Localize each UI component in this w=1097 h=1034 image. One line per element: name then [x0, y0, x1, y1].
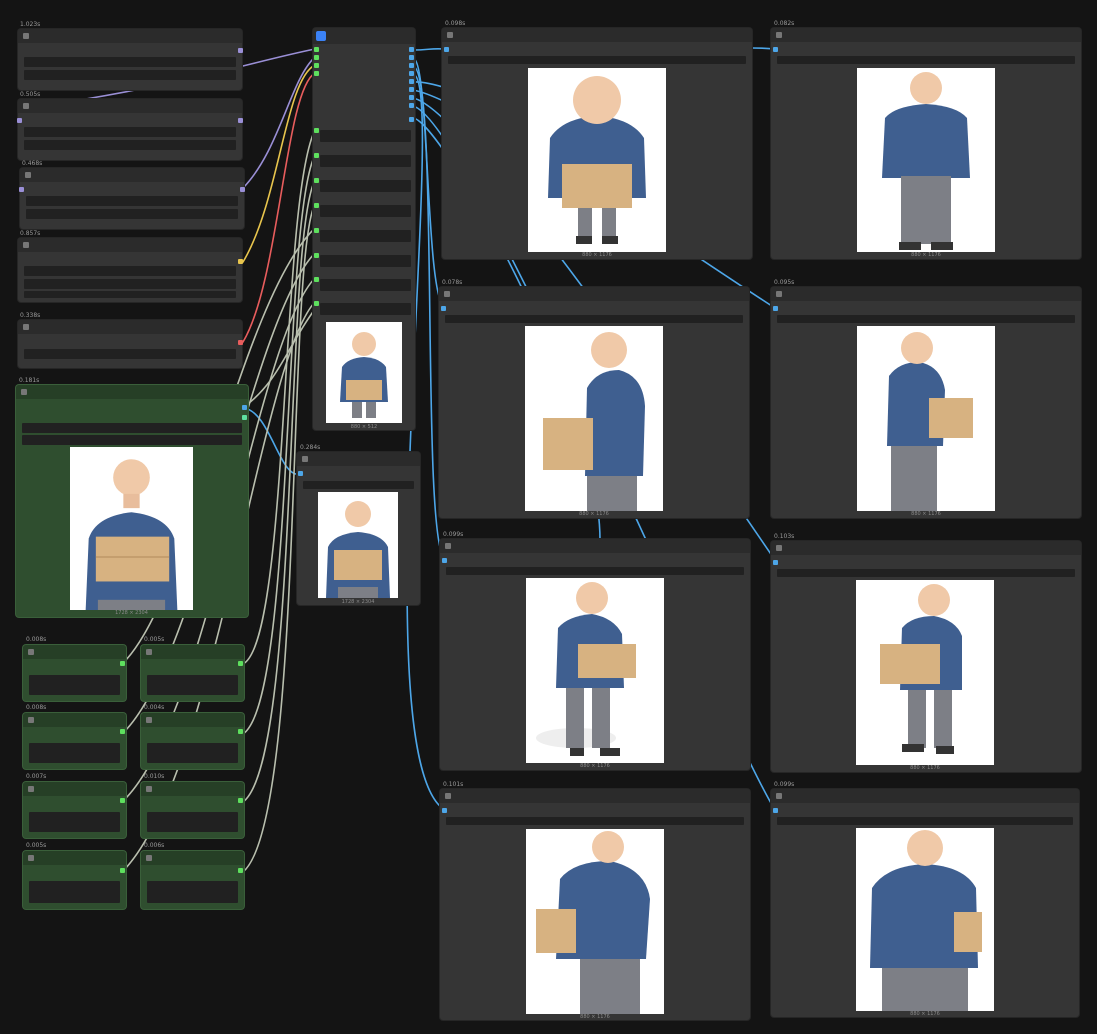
prompt-node[interactable]: [23, 645, 126, 701]
node-timing: 0.099s: [443, 531, 464, 538]
node-vae-loader[interactable]: [18, 320, 243, 368]
node-collapse-dot[interactable]: [302, 456, 308, 462]
image-dimensions: 1728 × 2304: [115, 610, 148, 616]
image-dimensions: 880 × 1176: [580, 763, 610, 769]
node-collapse-dot[interactable]: [776, 793, 782, 799]
source-image-preview: [70, 447, 193, 610]
output-preview-node[interactable]: 880 × 1176: [771, 287, 1081, 518]
output-image: [856, 828, 994, 1011]
output-preview-node[interactable]: 880 × 1176: [440, 789, 750, 1020]
node-collapse-dot[interactable]: [28, 649, 34, 655]
node-timing: 0.338s: [20, 312, 41, 319]
node-latent[interactable]: [18, 238, 243, 302]
node-model-loader[interactable]: [18, 29, 243, 90]
node-timing: 0.095s: [774, 279, 795, 286]
output-image: [528, 68, 666, 252]
node-timing: 0.857s: [20, 230, 41, 237]
node-collapse-dot[interactable]: [28, 786, 34, 792]
node-timing: 0.284s: [300, 444, 321, 451]
node-collapse-dot[interactable]: [146, 649, 152, 655]
output-preview-node[interactable]: 880 × 1176: [771, 541, 1081, 772]
node-collapse-dot[interactable]: [146, 786, 152, 792]
image-dimensions: 880 × 1176: [580, 1014, 610, 1020]
node-collapse-dot[interactable]: [445, 793, 451, 799]
node-collapse-dot[interactable]: [776, 545, 782, 551]
node-source-image[interactable]: 1728 × 2304: [16, 385, 248, 617]
node-image-loader[interactable]: 1728 × 2304: [297, 452, 420, 605]
node-timing: 0.101s: [443, 781, 464, 788]
node-status-badge: [316, 31, 326, 41]
node-collapse-dot[interactable]: [776, 32, 782, 38]
image-dimensions: 880 × 1176: [910, 765, 940, 771]
node-timing: 0.007s: [26, 773, 47, 780]
node-collapse-dot[interactable]: [23, 324, 29, 330]
output-image: [526, 829, 664, 1014]
prompt-node[interactable]: [23, 713, 126, 769]
output-preview-node[interactable]: 880 × 1176: [442, 28, 752, 259]
node-collapse-dot[interactable]: [23, 33, 29, 39]
output-image: [526, 578, 664, 763]
node-timing: 0.010s: [144, 773, 165, 780]
node-collapse-dot[interactable]: [447, 32, 453, 38]
prompt-node[interactable]: [141, 713, 244, 769]
output-preview-node[interactable]: 880 × 1176: [439, 287, 749, 518]
image-dimensions: 880 × 512: [350, 424, 378, 430]
node-timing: 0.008s: [26, 636, 47, 643]
node-timing: 0.005s: [144, 636, 165, 643]
node-collapse-dot[interactable]: [23, 103, 29, 109]
node-multiview-sampler[interactable]: 880 × 512: [313, 28, 415, 430]
image-dimensions: 880 × 1176: [579, 511, 609, 517]
node-timing: 0.004s: [144, 704, 165, 711]
node-timing: 0.098s: [445, 20, 466, 27]
output-image: [525, 326, 663, 511]
node-timing: 0.181s: [19, 377, 40, 384]
prompt-node[interactable]: [23, 782, 126, 838]
node-timing: 0.099s: [774, 781, 795, 788]
image-dimensions: 880 × 1176: [582, 252, 612, 258]
node-timing: 0.008s: [26, 704, 47, 711]
node-collapse-dot[interactable]: [28, 717, 34, 723]
prompt-node[interactable]: [141, 782, 244, 838]
node-collapse-dot[interactable]: [21, 389, 27, 395]
prompt-node[interactable]: [23, 851, 126, 909]
node-timing: 1.023s: [20, 21, 41, 28]
node-timing: 0.103s: [774, 533, 795, 540]
output-preview-node[interactable]: 880 × 1176: [771, 28, 1081, 259]
node-timing: 0.006s: [144, 842, 165, 849]
node-collapse-dot[interactable]: [23, 242, 29, 248]
loader-image-preview: [318, 492, 398, 598]
node-collapse-dot[interactable]: [445, 543, 451, 549]
node-timing: 0.505s: [20, 91, 41, 98]
image-dimensions: 880 × 1176: [910, 1011, 940, 1017]
node-collapse-dot[interactable]: [25, 172, 31, 178]
image-dimensions: 880 × 1176: [911, 252, 941, 258]
image-dimensions: 880 × 1176: [911, 511, 941, 517]
node-collapse-dot[interactable]: [444, 291, 450, 297]
node-timing: 0.005s: [26, 842, 47, 849]
prompt-node[interactable]: [141, 851, 244, 909]
node-timing: 0.078s: [442, 279, 463, 286]
output-preview-node[interactable]: 880 × 1176: [771, 789, 1079, 1017]
node-lora-loader[interactable]: [17, 99, 243, 160]
node-collapse-dot[interactable]: [28, 855, 34, 861]
image-dimensions: 1728 × 2304: [341, 599, 375, 605]
output-image: [856, 580, 994, 765]
sampler-preview: [326, 322, 402, 423]
node-timing: 0.082s: [774, 20, 795, 27]
node-collapse-dot[interactable]: [146, 855, 152, 861]
node-sampler-settings[interactable]: [19, 168, 245, 229]
node-timing: 0.468s: [22, 160, 43, 167]
output-image: [857, 326, 995, 511]
prompt-node[interactable]: [141, 645, 244, 701]
node-collapse-dot[interactable]: [146, 717, 152, 723]
node-collapse-dot[interactable]: [776, 291, 782, 297]
output-preview-node[interactable]: 880 × 1176: [440, 539, 750, 770]
output-image: [857, 68, 995, 252]
